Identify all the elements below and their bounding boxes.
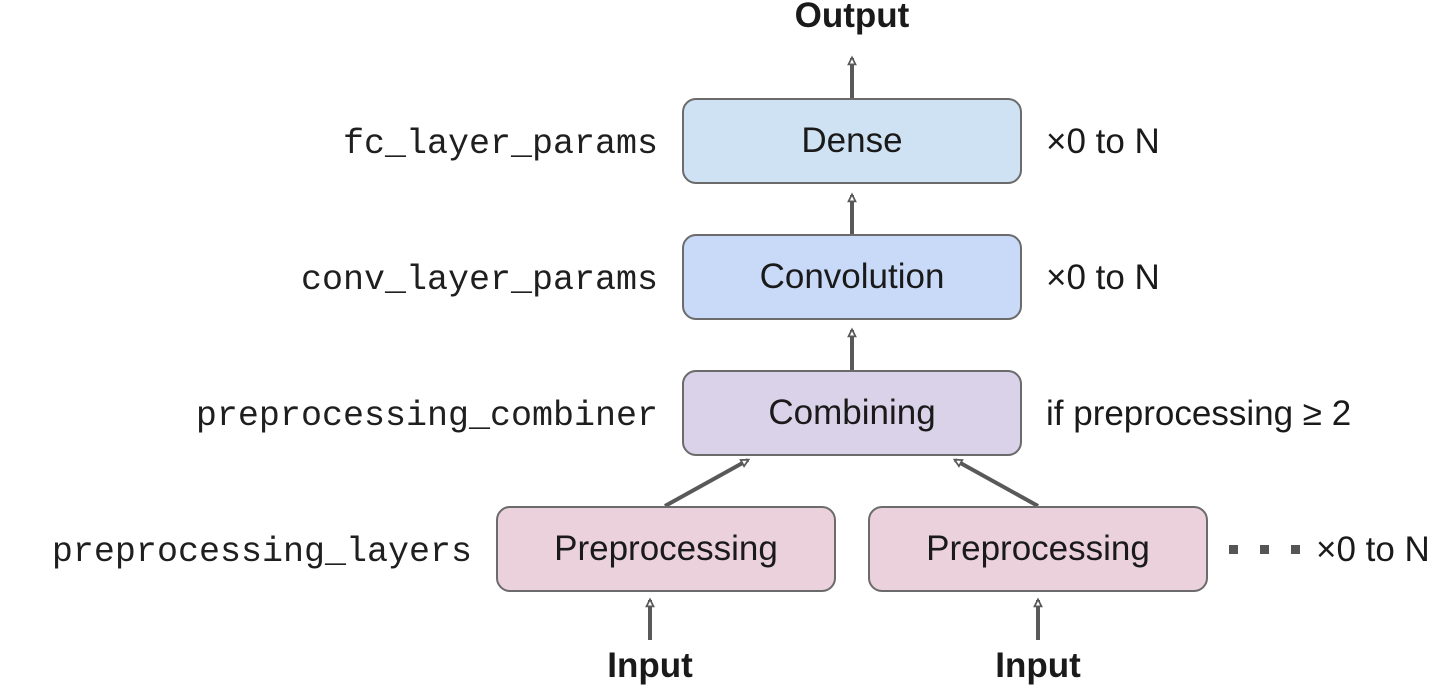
continuation-dots (1229, 545, 1300, 554)
preprocessing-layers-label: preprocessing_layers (51, 532, 472, 572)
arrow-preproc-left-to-combining (664, 458, 751, 508)
dot (1291, 545, 1300, 554)
arrow-preproc-right-to-combining (952, 458, 1039, 508)
preprocessing-box-right: Preprocessing (868, 506, 1208, 592)
preprocessing-box-left: Preprocessing (496, 506, 836, 592)
convolution-repeat-note: ×0 to N (1046, 258, 1160, 297)
dot (1260, 545, 1269, 554)
dot (1229, 545, 1238, 554)
dense-repeat-note: ×0 to N (1046, 122, 1160, 161)
fc-layer-params-label: fc_layer_params (342, 124, 658, 164)
preprocessing-combiner-label: preprocessing_combiner (195, 396, 658, 436)
input-label-right: Input (995, 646, 1081, 685)
convolution-box: Convolution (682, 234, 1022, 320)
input-label-left: Input (607, 646, 693, 685)
combining-box: Combining (682, 370, 1022, 456)
conv-layer-params-label: conv_layer_params (300, 260, 658, 300)
preprocessing-repeat-note: ×0 to N (1316, 530, 1430, 569)
combining-condition-note: if preprocessing ≥ 2 (1046, 394, 1352, 433)
dense-box: Dense (682, 98, 1022, 184)
output-label: Output (794, 0, 910, 35)
